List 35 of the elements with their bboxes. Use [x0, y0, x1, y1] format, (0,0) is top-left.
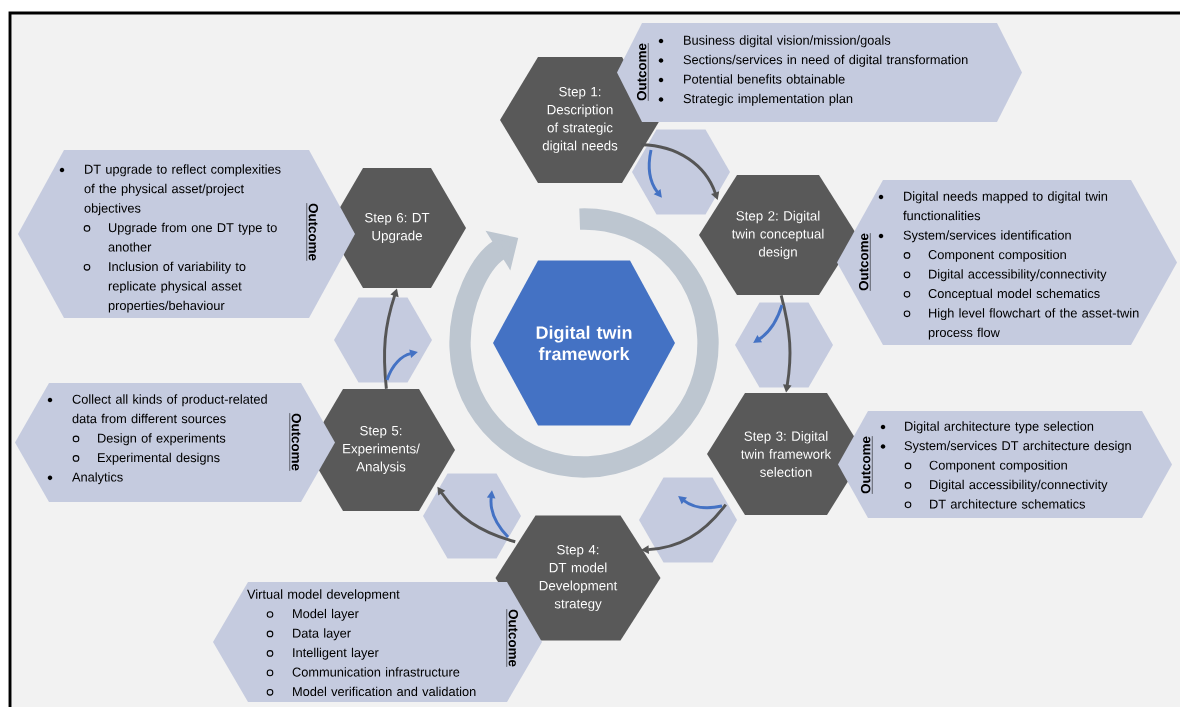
list-item: Virtual model development: [247, 589, 400, 602]
list-item: DT upgrade to reflect complexities of the physical asset/project objectives: [84, 164, 281, 216]
list-item: Analytics: [72, 472, 123, 485]
list-item: Collect all kinds of product-related data from different sources: [72, 394, 267, 424]
list-item: Digital architecture type selection: [905, 421, 1094, 434]
center-hexagon: Digital twin framework: [493, 260, 675, 426]
list-item: Experimental designs: [98, 452, 220, 465]
outcome-label: Outcome: [306, 202, 319, 262]
list-item: Intelligent layer: [293, 647, 379, 660]
list-item: System/services identification: [903, 230, 1071, 243]
list-item: Sections/services in need of digital transformation: [683, 54, 968, 67]
list-item: Upgrade from one DT type to another: [108, 222, 277, 252]
step-hexagon: Step 5: Experiments/ Analysis: [307, 389, 455, 511]
list-item: System/services DT architecture design: [904, 440, 1131, 453]
list-item: Component composition: [929, 460, 1067, 473]
list-item: Digital accessibility/connectivity: [930, 479, 1108, 492]
list-item: Conceptual model schematics: [928, 288, 1100, 301]
list-item: Digital accessibility/connectivity: [929, 269, 1107, 282]
list-item: Business digital vision/mission/goals: [684, 35, 891, 48]
list-item: DT architecture schematics: [930, 499, 1085, 509]
step-hexagon: Step 2: Digital twin conceptual design: [699, 175, 857, 295]
outcome-label: Outcome: [858, 232, 871, 292]
list-item: Design of experiments: [98, 433, 226, 446]
list-item: Inclusion of variability to replicate physical asset properties/behaviour: [108, 261, 246, 313]
list-item: Data layer: [293, 628, 351, 641]
list-item: Model verification and validation: [293, 686, 476, 697]
list-item: Potential benefits obtainable: [684, 74, 845, 84]
list-item: Model layer: [293, 608, 359, 621]
list-item: High level flowchart of the asset-twin process flow: [928, 308, 1139, 340]
list-item: Strategic implementation plan: [683, 93, 853, 106]
list-item: Digital needs mapped to digital twin functionalities: [903, 191, 1108, 221]
outcome-label: Outcome: [289, 412, 302, 472]
step-hexagon: Step 6: DT Upgrade: [328, 168, 466, 288]
list-item: Communication infrastructure: [292, 667, 460, 677]
list-item: Component composition: [928, 249, 1066, 262]
